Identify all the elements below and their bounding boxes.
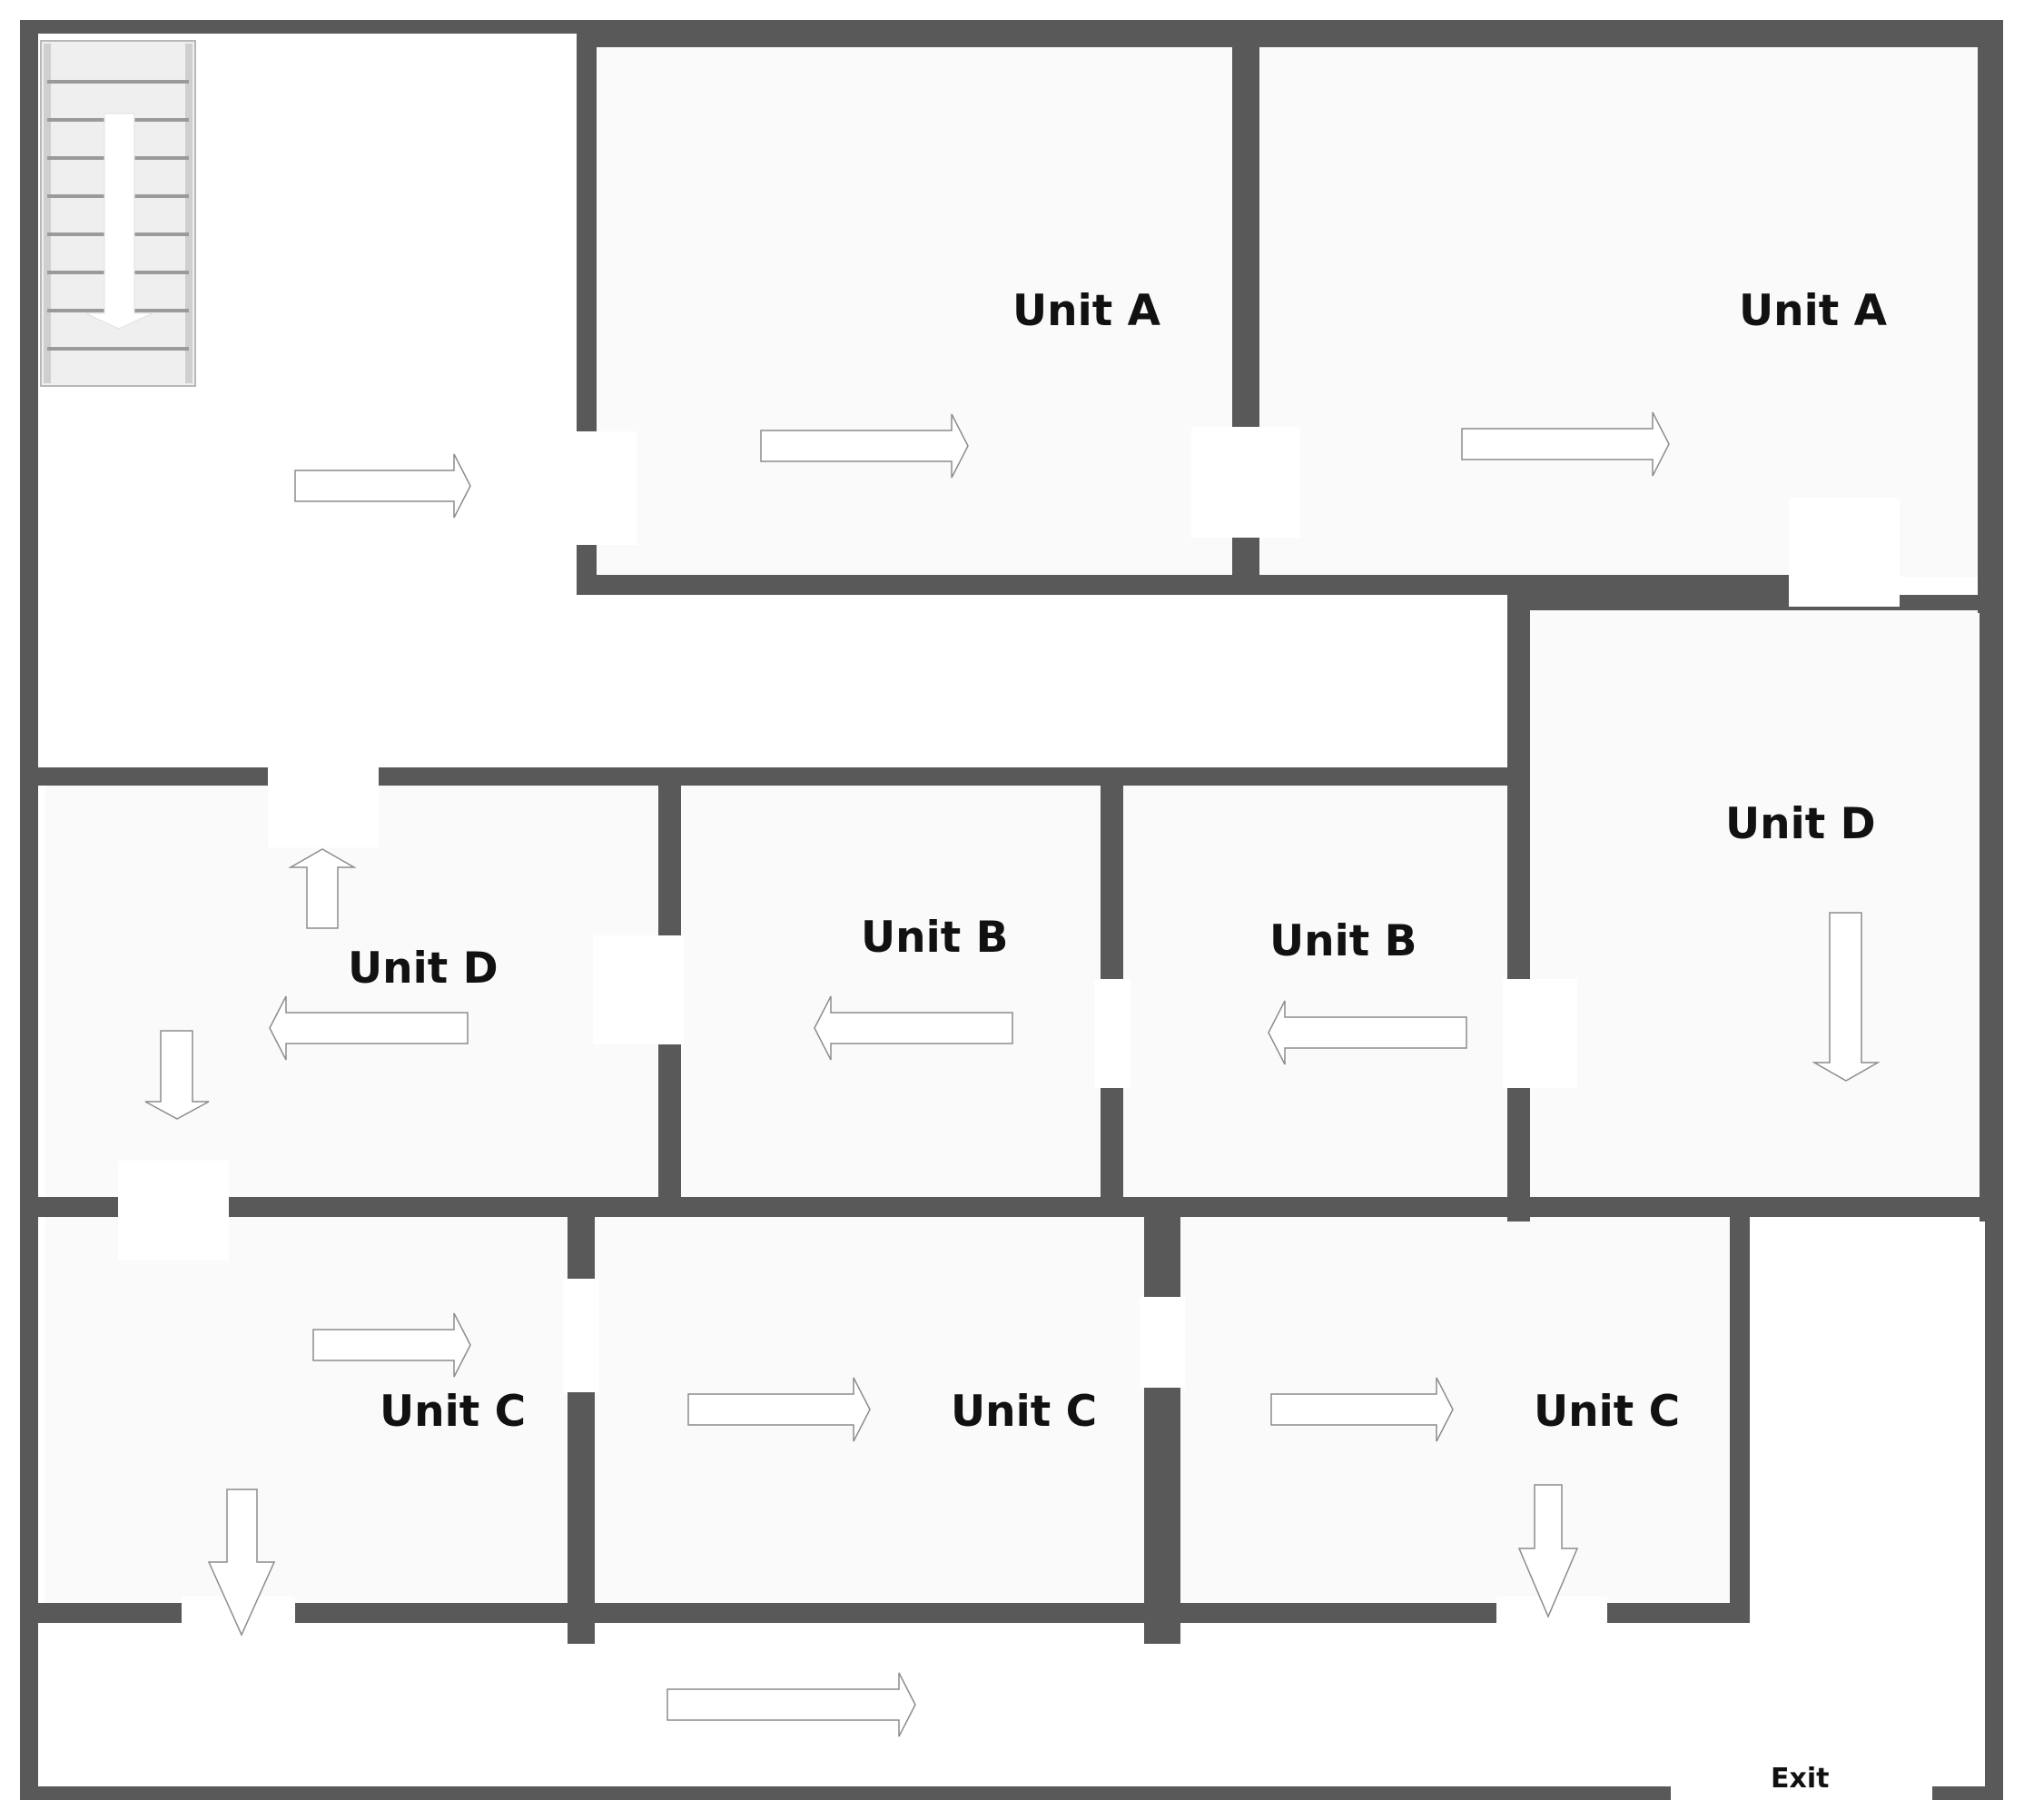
evacuation-arrow-icon [760,413,969,479]
door-opening [1191,427,1300,538]
door-opening [1503,979,1577,1088]
evacuation-arrow-icon [666,1672,916,1737]
door-opening [1140,1297,1185,1388]
evacuation-arrow-icon [312,1312,471,1378]
unit-d-label: Unit D [348,944,499,994]
walls [20,20,2003,1800]
evacuation-arrow-icon [687,1377,871,1442]
room-labels: Unit A Unit A Unit D Unit B Unit B Unit … [348,286,1888,1795]
evacuation-arrow-icon [814,995,1013,1061]
outer-wall-bottom [20,1786,1671,1800]
evacuation-arrow-icon [1812,912,1881,1082]
unit-d-label: Unit D [1725,799,1876,849]
evacuation-arrow-icon [269,995,469,1061]
evacuation-arrow-icon [1461,411,1670,477]
staircase-icon [40,40,196,387]
door-openings [118,427,1932,1812]
evacuation-arrow-icon [1517,1484,1579,1618]
door-opening [268,758,379,847]
unit-c-label: Unit C [1534,1387,1680,1437]
unit-b-label: Unit B [861,913,1008,963]
door-opening [593,935,684,1044]
exit-label: Exit [1771,1763,1829,1795]
door-opening [572,431,637,545]
exit-door-opening [1671,1775,1932,1812]
door-opening [118,1161,229,1261]
evacuation-arrow-icon [1268,1000,1467,1065]
unit-b-label: Unit B [1269,916,1417,966]
outer-wall-bottom-right [1932,1786,2003,1800]
door-opening [1789,498,1900,607]
evacuation-arrow-icon [288,848,357,929]
evacuation-arrow-icon [207,1489,276,1637]
unit-c-label: Unit C [380,1387,526,1437]
unit-a-label: Unit A [1739,286,1888,336]
evacuation-arrow-icon [294,453,471,519]
evacuation-arrow-icon [1270,1377,1454,1442]
door-opening [563,1279,599,1392]
unit-a-label: Unit A [1012,286,1161,336]
evacuation-arrow-icon [144,1030,210,1120]
outer-wall-left [20,20,38,1800]
unit-c-label: Unit C [951,1387,1097,1437]
door-opening [1094,979,1130,1088]
